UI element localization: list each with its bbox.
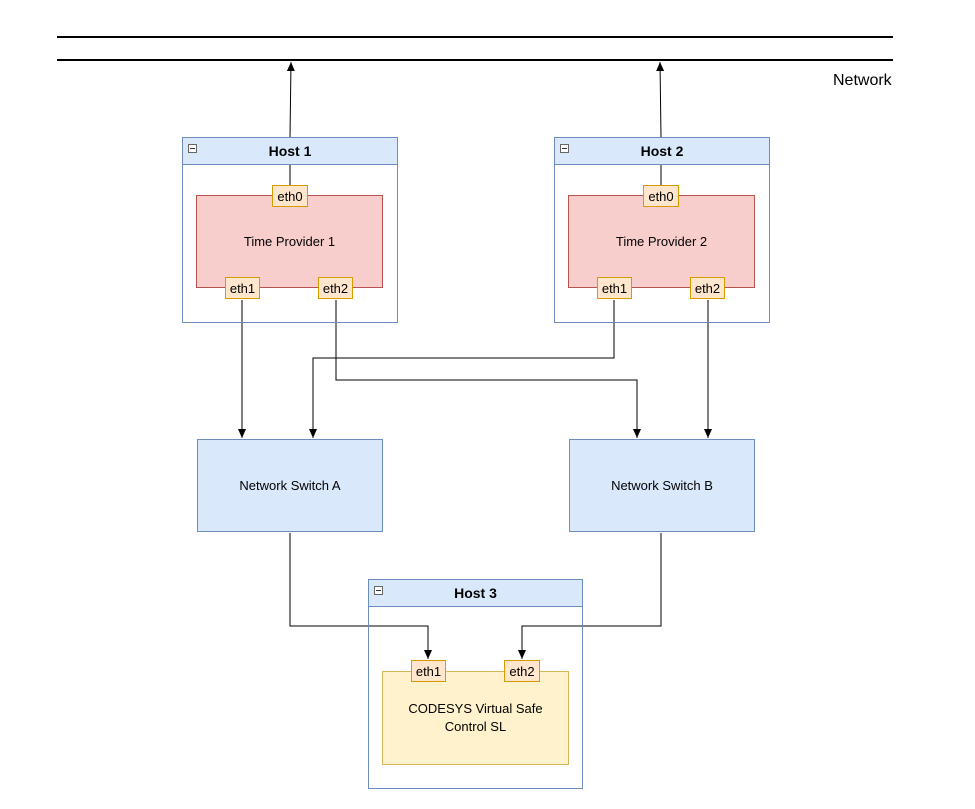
network-switch-a[interactable]: Network Switch A xyxy=(197,439,383,532)
port-label: eth2 xyxy=(694,280,721,296)
collapse-icon[interactable] xyxy=(374,586,383,595)
time-provider-1[interactable]: Time Provider 1 xyxy=(196,195,383,288)
host-2-eth2-port[interactable]: eth2 xyxy=(690,277,725,299)
host-3-title: Host 3 xyxy=(454,585,497,601)
host-2-container[interactable]: Host 2 xyxy=(554,137,770,323)
time-provider-2[interactable]: Time Provider 2 xyxy=(568,195,755,288)
port-label: eth2 xyxy=(322,280,349,296)
port-label: eth1 xyxy=(229,280,256,296)
collapse-icon[interactable] xyxy=(560,144,569,153)
host-3-eth1-port[interactable]: eth1 xyxy=(411,660,446,682)
host-2-eth0-port[interactable]: eth0 xyxy=(643,185,679,207)
time-provider-1-label: Time Provider 1 xyxy=(243,234,336,249)
network-label: Network xyxy=(833,72,892,89)
codesys-label-line-1: CODESYS Virtual Safe xyxy=(408,701,543,716)
host-1-title: Host 1 xyxy=(268,143,312,159)
host-2-header: Host 2 xyxy=(555,138,769,165)
port-label: eth2 xyxy=(509,663,535,679)
host-1-eth1-port[interactable]: eth1 xyxy=(225,277,260,299)
port-label: eth1 xyxy=(601,280,628,296)
edge-tp1-eth2-to-switch-b xyxy=(335,300,641,438)
port-label: eth1 xyxy=(415,663,442,679)
port-label: eth0 xyxy=(277,188,303,204)
host-1-eth0-port[interactable]: eth0 xyxy=(272,185,308,207)
switch-b-label: Network Switch B xyxy=(611,478,713,493)
network-switch-b[interactable]: Network Switch B xyxy=(569,439,755,532)
port-label: eth0 xyxy=(648,188,674,204)
edge-tp2-eth1-to-switch-a xyxy=(309,300,615,438)
host-2-title: Host 2 xyxy=(640,143,684,159)
collapse-icon[interactable] xyxy=(188,144,197,153)
host-3-eth2-port[interactable]: eth2 xyxy=(504,660,540,682)
switch-a-label: Network Switch A xyxy=(239,478,341,493)
host-1-eth2-port[interactable]: eth2 xyxy=(318,277,353,299)
host-3-container[interactable]: Host 3 xyxy=(368,579,583,789)
codesys-virtual-safe-control[interactable]: CODESYS Virtual Safe Control SL xyxy=(382,671,569,765)
host-3-header: Host 3 xyxy=(369,580,582,607)
codesys-label: CODESYS Virtual Safe Control SL xyxy=(408,700,542,736)
host-1-container[interactable]: Host 1 xyxy=(182,137,398,323)
host-2-eth1-port[interactable]: eth1 xyxy=(597,277,632,299)
codesys-label-line-2: Control SL xyxy=(444,719,507,734)
time-provider-2-label: Time Provider 2 xyxy=(615,234,708,249)
host-1-header: Host 1 xyxy=(183,138,397,165)
edge-switch-a-to-host3-eth1 xyxy=(289,533,432,659)
edge-switch-b-to-host3-eth2 xyxy=(518,533,662,659)
